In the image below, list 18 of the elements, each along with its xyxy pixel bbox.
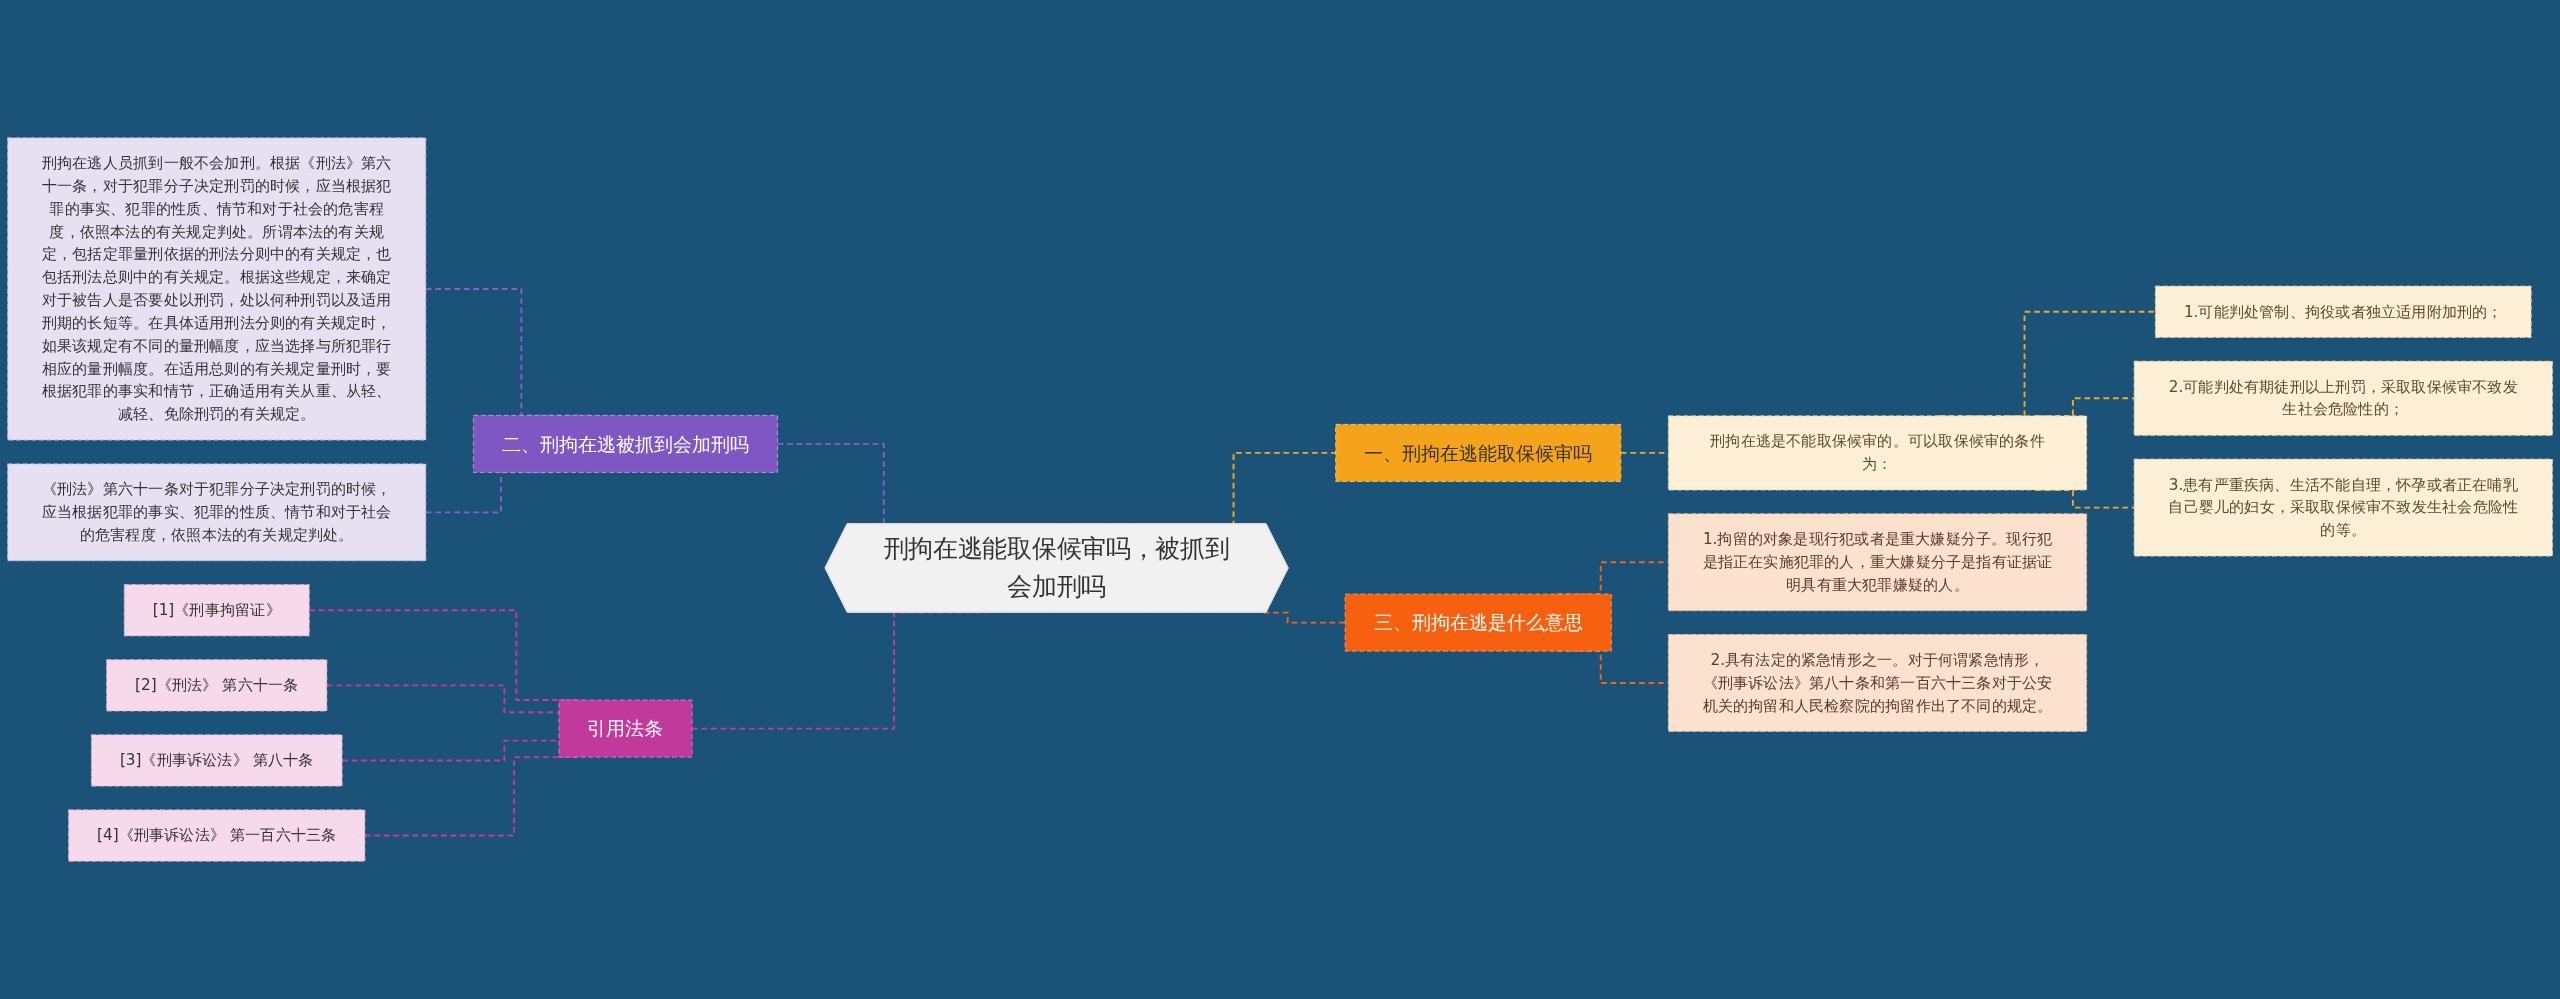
node-box: 1.可能判处管制、拘役或者独立适用附加刑的； [2154, 285, 2532, 338]
node-box: 三、刑拘在逃是什么意思 [1344, 593, 1612, 652]
node-box: [3]《刑事诉讼法》 第八十条 [90, 734, 343, 787]
node-box: 二、刑拘在逃被抓到会加刑吗 [472, 414, 779, 473]
node-box: 3.患有严重疾病、生活不能自理，怀孕或者正在哺乳自己婴儿的妇女，采取取保候审不致发生社会危险性的等。 [2133, 458, 2553, 557]
node-box: 2.具有法定的紧急情形之一。对于何谓紧急情形，《刑事诉讼法》第八十条和第一百六十三条对于公安机关的拘留和人民检察院的拘留作出了不同的规定。 [1667, 634, 2088, 732]
node-box: [4]《刑事诉讼法》 第一百六十三条 [68, 809, 366, 862]
connector [1262, 611, 1347, 624]
connector [325, 684, 560, 714]
node-box: 刑拘在逃人员抓到一般不会加刑。根据《刑法》第六十一条，对于犯罪分子决定刑罚的时候，应当根据犯罪的事实、犯罪的性质、情节和对于社会的危害程度，依照本法的有关规定判处。所谓本法的有关规定，包括定罪量刑依据的刑法分则中的有关规定，也包括刑法总则中的有关规定。根据这些规定，来确定对于被告人是否要处以刑罚，处以何种刑罚以及适用刑期的长短等。在具体适用刑法分则的有关规定时，如果该规定有不同的量刑幅度，应当选择与所犯罪行相应的量刑幅度。在适用总则的有关规定量刑时，要根据犯罪的事实和情节，正确适用有关从重、从轻、减轻、免除刑罚的有关规定。 [7, 137, 427, 441]
node-box: [2]《刑法》 第六十一条 [106, 659, 328, 712]
node-box: 《刑法》第六十一条对于犯罪分子决定刑罚的时候，应当根据犯罪的事实、犯罪的性质、情节和对于社会的危害程度，依照本法的有关规定判处。 [7, 463, 427, 562]
node-box: 刑拘在逃是不能取保候审的。可以取保候审的条件为： [1667, 415, 2088, 491]
node-box: 1.拘留的对象是现行犯或者是重大嫌疑分子。现行犯是指正在实施犯罪的人，重大嫌疑分子是指有证据证明具有重大犯罪嫌疑的人。 [1667, 513, 2088, 612]
node-box: 引用法条 [558, 699, 693, 758]
node-box: 一、刑拘在逃能取保候审吗 [1335, 423, 1622, 482]
node-box: [1]《刑事拘留证》 [123, 584, 310, 637]
node-box: 2.可能判处有期徒刑以上刑罚，采取取保候审不致发生社会危险性的； [2133, 360, 2553, 436]
